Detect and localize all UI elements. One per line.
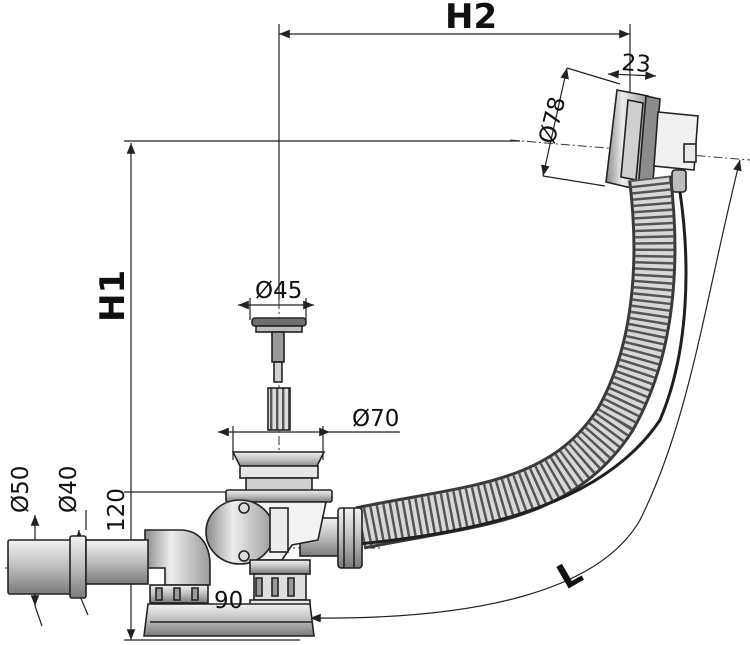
drain-plug xyxy=(251,317,307,431)
h1-label: H1 xyxy=(93,270,133,322)
drain-body xyxy=(7,451,333,637)
dim-70-label: Ø70 xyxy=(352,406,399,432)
h2-label: H2 xyxy=(445,0,497,37)
overflow-hose xyxy=(299,175,688,550)
dim-78-label: Ø78 xyxy=(535,94,572,146)
dim-50-label: Ø50 xyxy=(8,466,34,513)
l-label: L xyxy=(551,552,590,597)
dim-23-label: 23 xyxy=(621,50,652,78)
overflow-cover xyxy=(605,89,699,193)
dim-45-label: Ø45 xyxy=(255,278,302,304)
dimension-lines xyxy=(30,24,742,641)
dim-90-label: 90 xyxy=(214,588,243,614)
dim-40-label: Ø40 xyxy=(56,466,82,513)
dim-120-label: 120 xyxy=(104,488,130,532)
dimension-labels: H2 H1 L 23 Ø78 Ø45 Ø70 Ø50 Ø40 120 90 xyxy=(8,0,652,614)
